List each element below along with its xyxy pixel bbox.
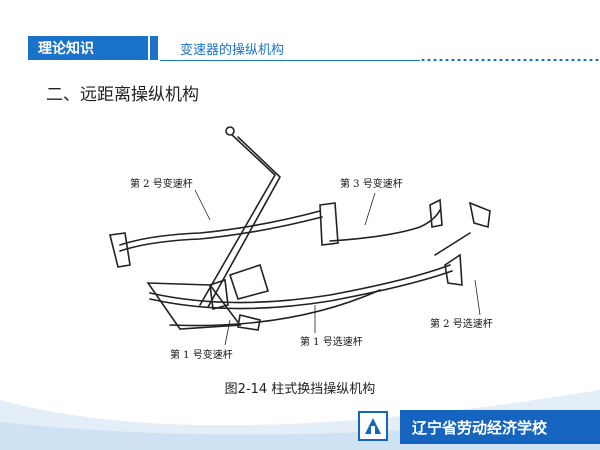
section-tag-label: 理论知识 — [38, 41, 94, 57]
section-tag: 理论知识 — [28, 36, 148, 60]
section-tag-accent — [150, 36, 158, 60]
label-selector1: 第 1 号选速杆 — [300, 335, 363, 348]
label-selector2: 第 2 号选速杆 — [430, 317, 493, 330]
column-lever — [199, 132, 277, 306]
header-dotted-divider — [420, 59, 600, 61]
label-lever2: 第 2 号变速杆 — [130, 177, 193, 190]
page-subtitle: 变速器的操纵机构 — [180, 43, 285, 58]
header-divider — [160, 60, 420, 61]
school-name: 辽宁省劳动经济学校 — [412, 418, 548, 437]
figure-caption: 图2-14 柱式换挡操纵机构 — [224, 382, 376, 397]
label-lever3: 第 3 号变速杆 — [340, 177, 403, 190]
school-logo-icon — [358, 411, 388, 441]
label-lever1: 第 1 号变速杆 — [170, 348, 233, 361]
shift-mechanism-diagram: 第 2 号变速杆 第 3 号变速杆 第 1 号变速杆 第 1 号选速杆 第 2 … — [109, 126, 493, 361]
section-title: 二、远距离操纵机构 — [46, 85, 199, 105]
school-name-bar: 辽宁省劳动经济学校 — [400, 410, 600, 444]
